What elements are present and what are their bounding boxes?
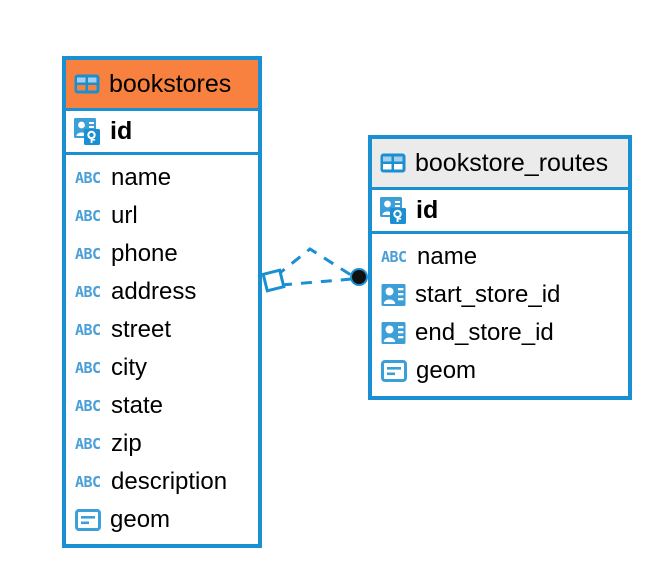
entity-table-bookstore_routes[interactable]: bookstore_routes id ABC name [368, 135, 632, 400]
field-row-end_store_id[interactable]: end_store_id [372, 314, 628, 352]
primary-key-label: id [110, 117, 133, 145]
field-label: state [111, 392, 164, 419]
field-label: start_store_id [415, 281, 561, 308]
abc-text-icon: ABC [381, 248, 407, 266]
entity-table-bookstores[interactable]: bookstores id ABC name [62, 56, 262, 548]
field-label: description [111, 468, 228, 495]
field-row-phone[interactable]: ABC phone [66, 235, 258, 273]
geometry-icon [75, 509, 101, 531]
primary-key-icon [380, 196, 406, 224]
filled-circle-marker-ring [350, 268, 368, 286]
primary-key-row-bookstores-id[interactable]: id [66, 108, 258, 155]
field-row-name[interactable]: ABC name [66, 159, 258, 197]
field-row-start_store_id[interactable]: start_store_id [372, 276, 628, 314]
field-row-name[interactable]: ABC name [372, 238, 628, 276]
field-row-geom[interactable]: geom [66, 501, 258, 539]
table-icon [380, 153, 406, 173]
primary-key-icon [74, 117, 100, 145]
field-label: street [111, 316, 172, 343]
abc-text-icon: ABC [75, 435, 101, 453]
entity-title: bookstores [109, 69, 232, 98]
entity-header-bookstore_routes[interactable]: bookstore_routes [372, 139, 628, 187]
primary-key-label: id [416, 196, 439, 224]
field-label: url [111, 202, 138, 229]
abc-text-icon: ABC [75, 473, 101, 491]
field-label: end_store_id [415, 319, 554, 346]
field-list-bookstores: ABC name ABC url ABC phone ABC address A… [66, 155, 258, 543]
field-label: phone [111, 240, 178, 267]
geometry-icon [381, 360, 407, 382]
field-row-zip[interactable]: ABC zip [66, 425, 258, 463]
field-row-city[interactable]: ABC city [66, 349, 258, 387]
relationship-line-lower [280, 277, 353, 287]
abc-text-icon: ABC [75, 245, 101, 263]
field-row-description[interactable]: ABC description [66, 463, 258, 501]
entity-header-bookstores[interactable]: bookstores [66, 60, 258, 108]
abc-text-icon: ABC [75, 397, 101, 415]
field-label: zip [111, 430, 142, 457]
field-row-address[interactable]: ABC address [66, 273, 258, 311]
field-label: geom [110, 506, 171, 533]
field-label: name [417, 243, 478, 270]
relationship-line-upper [275, 247, 355, 279]
field-label: geom [416, 357, 477, 384]
field-list-bookstore_routes: ABC name start_store_id [372, 234, 628, 394]
abc-text-icon: ABC [75, 169, 101, 187]
table-icon [74, 74, 100, 94]
abc-text-icon: ABC [75, 283, 101, 301]
entity-title: bookstore_routes [415, 148, 609, 177]
filled-circle-marker [352, 270, 366, 284]
field-row-state[interactable]: ABC state [66, 387, 258, 425]
field-row-street[interactable]: ABC street [66, 311, 258, 349]
foreign-key-icon [381, 284, 406, 306]
field-label: name [111, 164, 172, 191]
field-label: address [111, 278, 197, 305]
diamond-marker [261, 268, 286, 293]
field-row-url[interactable]: ABC url [66, 197, 258, 235]
primary-key-row-bookstore_routes-id[interactable]: id [372, 187, 628, 234]
field-label: city [111, 354, 147, 381]
abc-text-icon: ABC [75, 321, 101, 339]
field-row-geom[interactable]: geom [372, 352, 628, 390]
abc-text-icon: ABC [75, 359, 101, 377]
foreign-key-icon [381, 322, 406, 344]
abc-text-icon: ABC [75, 207, 101, 225]
